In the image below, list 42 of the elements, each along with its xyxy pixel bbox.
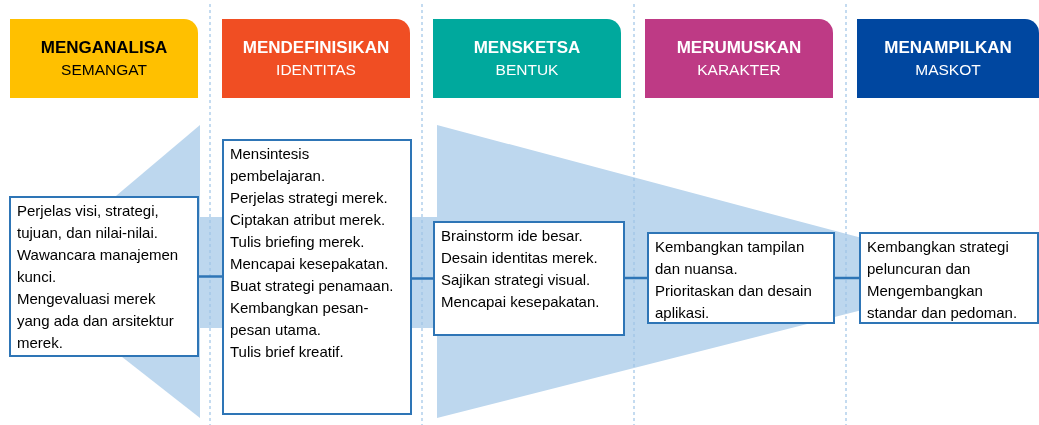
stage-header <box>10 19 198 98</box>
stage-title: MERUMUSKAN <box>676 37 802 59</box>
step-text: Kembangkan strategi peluncuran dan Mengembangkan standar dan pedoman. <box>867 237 1019 323</box>
stage-header <box>222 19 410 98</box>
step-text: Perjelas visi, strategi, tujuan, dan nilai-nilai. <box>17 201 160 243</box>
step-box <box>433 221 625 336</box>
step-text: Kembangkan tampilan dan nuansa. <box>655 237 806 279</box>
connector-line <box>199 275 222 278</box>
stage-title: MENAMPILKAN <box>884 37 1012 59</box>
stage-title: MENSKETSA <box>473 37 581 59</box>
step-text: Prioritaskan dan desain aplikasi. <box>655 281 813 323</box>
connector-line <box>625 276 647 280</box>
connector-line <box>835 276 859 280</box>
step-text: Tulis briefing merek. <box>230 232 366 252</box>
step-text: Mencapai kesepakatan. <box>441 292 601 312</box>
step-text: Mencapai kesepakatan. <box>230 254 390 274</box>
step-box <box>222 139 412 415</box>
step-box <box>859 232 1039 324</box>
step-box <box>9 196 199 357</box>
stage-header <box>857 19 1039 98</box>
step-text: Sajikan strategi visual. <box>441 270 592 290</box>
stage-title: MENDEFINISIKAN <box>242 37 390 59</box>
stage-title: MENGANALISA <box>40 37 168 59</box>
step-text: Mensintesis pembelajaran. <box>230 144 327 186</box>
step-box <box>647 232 835 324</box>
step-text: Wawancara manajemen kunci. <box>17 245 180 287</box>
step-text: Perjelas strategi merek. <box>230 188 389 208</box>
step-text: Kembangkan pesan-pesan utama. <box>230 298 370 340</box>
step-text: Desain identitas merek. <box>441 248 599 268</box>
connector-line <box>412 277 433 280</box>
stage-subtitle: MASKOT <box>915 60 981 80</box>
step-text: Mengevaluasi merek yang ada dan arsitektur merek. <box>17 289 175 353</box>
step-text: Ciptakan atribut merek. <box>230 210 387 230</box>
stage-header <box>433 19 621 98</box>
step-text: Brainstorm ide besar. <box>441 226 584 246</box>
stage-subtitle: KARAKTER <box>697 60 781 80</box>
step-text: Buat strategi penamaan. <box>230 276 395 296</box>
stage-subtitle: SEMANGAT <box>61 60 147 80</box>
stage-header <box>645 19 833 98</box>
stage-subtitle: BENTUK <box>495 60 559 80</box>
stage-subtitle: IDENTITAS <box>276 60 356 80</box>
step-text: Tulis brief kreatif. <box>230 342 345 362</box>
